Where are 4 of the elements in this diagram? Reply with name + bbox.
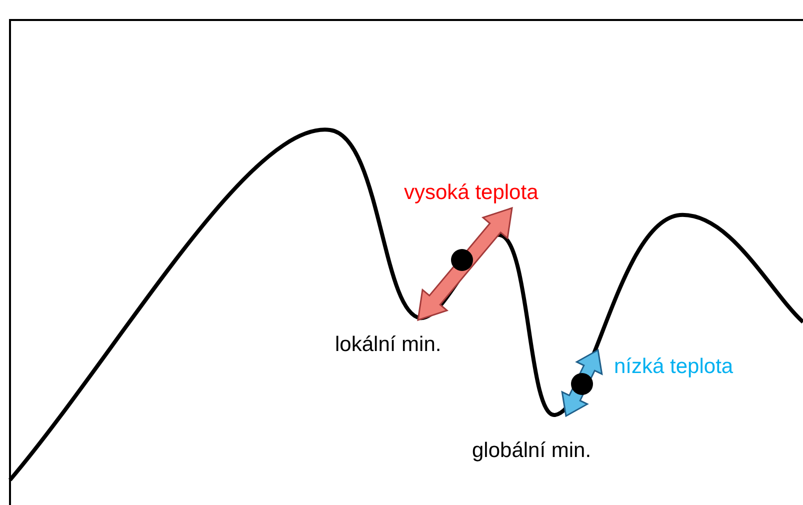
annotation-text: lokální min. [335,332,442,358]
annotation-text: vysoká teplota [404,180,538,206]
annotation-text: nízká teplota [614,354,734,380]
annotation-text: globální min. [472,438,592,464]
